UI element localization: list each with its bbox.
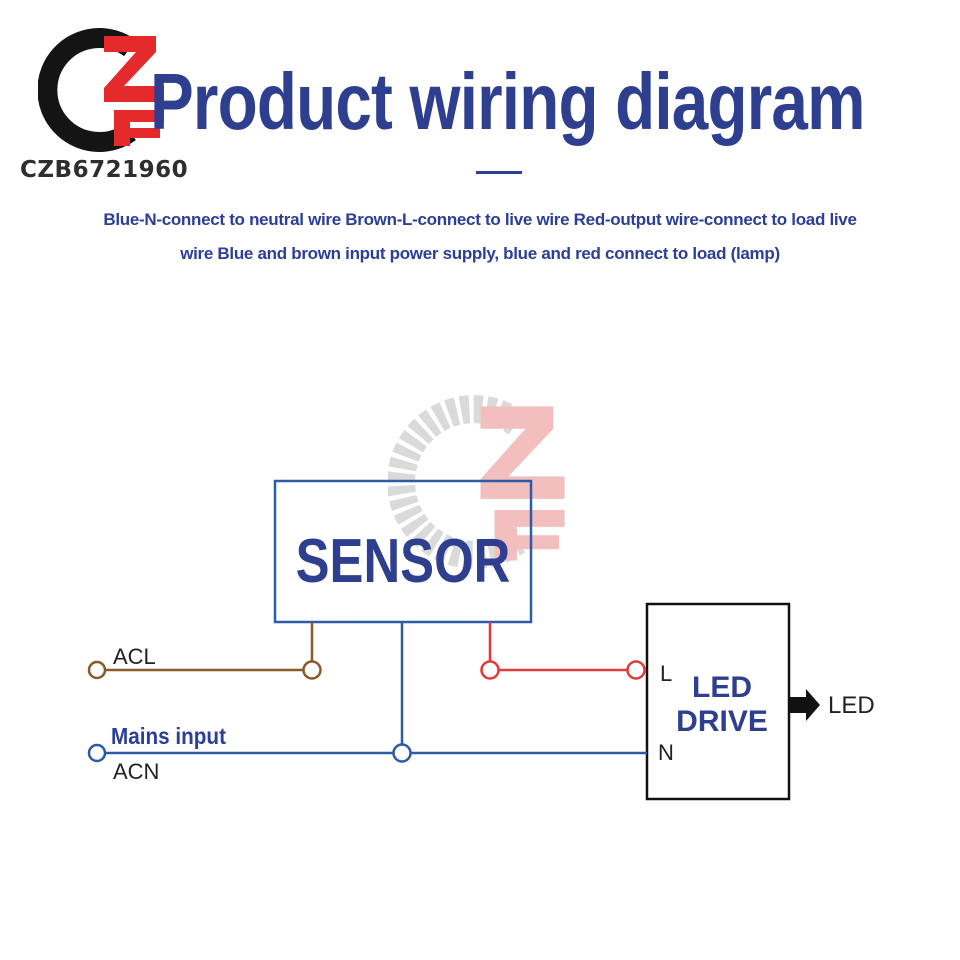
brand-text: CZB6721960	[20, 157, 189, 183]
title-underline	[476, 171, 522, 174]
acl-terminal	[87, 660, 107, 680]
output-arrow-icon	[789, 689, 820, 721]
driver-terminal-l: L	[660, 661, 672, 686]
acl-label: ACL	[113, 644, 156, 669]
neutral-junction	[392, 743, 412, 763]
acn-label: ACN	[113, 759, 159, 784]
wiring-description: Blue-N-connect to neutral wire Brown-L-c…	[103, 210, 857, 263]
led-drive-label-line2: DRIVE	[676, 705, 768, 738]
led-drive-label-line1: LED	[692, 671, 752, 704]
sensor-l-terminal	[302, 660, 322, 680]
driver-terminal-n: N	[658, 740, 674, 765]
mains-input-label: Mains input	[111, 723, 227, 749]
sensor-label: SENSOR	[296, 527, 511, 596]
watermark-logo	[388, 395, 565, 569]
driver-l-terminal	[626, 660, 646, 680]
output-label: LED	[828, 692, 875, 719]
sensor-output-terminal	[480, 660, 500, 680]
brand-logo	[38, 28, 164, 152]
acn-terminal	[87, 743, 107, 763]
